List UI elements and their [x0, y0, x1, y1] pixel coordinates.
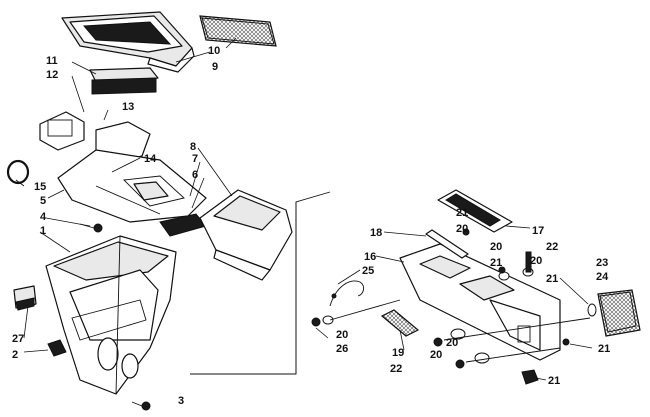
- bolt-22-bottom-b: [455, 352, 490, 369]
- callout-21a: 21: [456, 207, 468, 219]
- callout-20a: 20: [456, 223, 468, 235]
- callout-12: 12: [46, 69, 58, 81]
- callout-9: 9: [212, 61, 218, 73]
- callout-4: 4: [40, 211, 47, 223]
- callout-18: 18: [370, 227, 382, 239]
- air-box: [45, 235, 177, 395]
- callout-20d: 20: [336, 329, 348, 341]
- callout-20e: 20: [430, 349, 442, 361]
- callout-15: 15: [34, 181, 46, 193]
- leader-lines: [15, 37, 593, 407]
- callout-11: 11: [46, 55, 58, 67]
- callout-13: 13: [122, 101, 134, 113]
- drain-valve: [13, 285, 37, 311]
- drain-plug: [141, 401, 151, 411]
- grommet-24: [587, 303, 597, 317]
- callout-21d: 21: [598, 343, 610, 355]
- callouts: 1 2 3 4 5 6 7 8 9 10 11 12 13 14 15 16 1…: [12, 45, 610, 407]
- callout-20b: 20: [490, 241, 502, 253]
- callout-19: 19: [392, 347, 404, 359]
- callout-2: 2: [12, 349, 18, 361]
- bolt-4: [79, 223, 103, 233]
- callout-22b: 22: [390, 363, 402, 375]
- bolt-26: [311, 315, 334, 327]
- bolt-22-bottom-a: [433, 328, 466, 347]
- callout-25: 25: [362, 265, 374, 277]
- top-gasket: [437, 189, 513, 233]
- right-filter: [597, 289, 641, 337]
- flap: [380, 309, 420, 337]
- bolt-22: [525, 251, 532, 273]
- filter-screen: [199, 15, 277, 47]
- callout-20c: 20: [530, 255, 542, 267]
- callout-23: 23: [596, 257, 608, 269]
- rod: [425, 229, 469, 259]
- callout-24: 24: [596, 271, 609, 283]
- clamp-ring: [6, 159, 30, 185]
- callout-8: 8: [190, 141, 196, 153]
- callout-27: 27: [12, 333, 24, 345]
- air-box-lid: [61, 11, 195, 73]
- callout-21c: 21: [546, 273, 558, 285]
- callout-10: 10: [208, 45, 220, 57]
- callout-7: 7: [192, 153, 198, 165]
- nut-21b: [498, 266, 506, 274]
- nut-21d: [521, 369, 539, 385]
- intake-duct: [199, 189, 293, 281]
- callout-21b: 21: [490, 257, 502, 269]
- nut-21c: [562, 338, 570, 346]
- callout-5: 5: [40, 195, 46, 207]
- callout-14: 14: [144, 153, 157, 165]
- callout-6: 6: [192, 169, 198, 181]
- callout-26: 26: [336, 343, 348, 355]
- callout-21e: 21: [548, 375, 560, 387]
- bracket-clip: [47, 339, 67, 357]
- callout-16: 16: [364, 251, 376, 263]
- mounting-plate: [57, 149, 207, 223]
- silencer-body: [399, 243, 561, 361]
- nut-21a: [462, 228, 470, 236]
- callout-22a: 22: [546, 241, 558, 253]
- callout-17: 17: [532, 225, 544, 237]
- callout-3: 3: [178, 395, 184, 407]
- callout-1: 1: [40, 225, 46, 237]
- callout-20f: 20: [446, 337, 458, 349]
- spring-clip: [329, 280, 365, 307]
- washer-20a: [498, 271, 510, 281]
- foam-filter: [89, 67, 159, 95]
